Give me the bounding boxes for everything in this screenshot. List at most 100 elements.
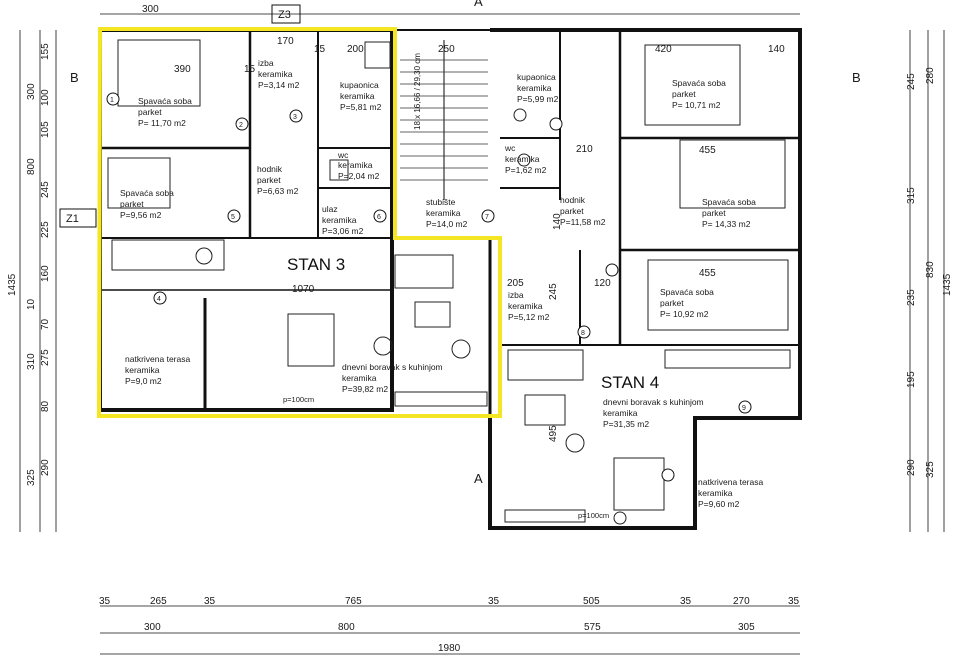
svg-text:160: 160 <box>40 265 51 282</box>
svg-text:3: 3 <box>293 114 297 121</box>
svg-text:140: 140 <box>552 213 563 230</box>
svg-text:P=11,58 m2: P=11,58 m2 <box>560 217 606 227</box>
section-marker-bottom-a: A <box>474 471 483 486</box>
svg-text:P= 11,70 m2: P= 11,70 m2 <box>138 118 186 128</box>
svg-text:100: 100 <box>40 89 51 106</box>
svg-text:wc: wc <box>337 150 349 160</box>
left-total-dimension: 1435 <box>7 273 18 296</box>
svg-text:245: 245 <box>548 283 559 300</box>
svg-text:P=2,04 m2: P=2,04 m2 <box>338 171 380 181</box>
svg-text:245: 245 <box>40 181 51 198</box>
rail-label-stan3: p=100cm <box>283 395 314 404</box>
svg-text:800: 800 <box>338 622 355 633</box>
svg-text:765: 765 <box>345 596 362 607</box>
svg-text:575: 575 <box>584 622 601 633</box>
svg-text:keramika: keramika <box>603 408 638 418</box>
svg-text:P=39,82 m2: P=39,82 m2 <box>342 384 388 394</box>
svg-text:290: 290 <box>906 459 917 476</box>
svg-text:325: 325 <box>925 461 936 478</box>
svg-text:245: 245 <box>906 73 917 90</box>
svg-text:270: 270 <box>733 596 750 607</box>
svg-text:390: 390 <box>174 64 191 75</box>
walls <box>98 28 802 530</box>
right-total-dimension: 1435 <box>942 273 953 296</box>
svg-text:4: 4 <box>157 296 161 303</box>
svg-text:280: 280 <box>925 67 936 84</box>
svg-text:35: 35 <box>788 596 800 607</box>
svg-text:315: 315 <box>906 187 917 204</box>
svg-text:parket: parket <box>120 199 144 209</box>
svg-text:P=5,99 m2: P=5,99 m2 <box>517 94 559 104</box>
svg-text:495: 495 <box>548 425 559 442</box>
svg-text:300: 300 <box>142 4 159 15</box>
svg-text:izba: izba <box>258 58 274 68</box>
svg-text:keramika: keramika <box>698 488 733 498</box>
svg-text:35: 35 <box>488 596 500 607</box>
z1-marker: Z1 <box>66 213 79 225</box>
left-dimensions-inner: 155 100 105 245 225 160 70 275 80 290 <box>40 43 51 476</box>
svg-text:keramika: keramika <box>258 69 293 79</box>
svg-text:1: 1 <box>110 97 114 104</box>
svg-text:155: 155 <box>40 43 51 60</box>
svg-text:210: 210 <box>576 144 593 155</box>
svg-text:parket: parket <box>257 175 281 185</box>
svg-text:P=9,56 m2: P=9,56 m2 <box>120 210 162 220</box>
svg-text:1070: 1070 <box>292 284 315 295</box>
svg-text:265: 265 <box>150 596 167 607</box>
svg-text:keramika: keramika <box>426 208 461 218</box>
room-living-kitchen: dnevni boravak s kuhinjomkeramikaP=39,82… <box>342 362 443 394</box>
svg-text:P=14,0 m2: P=14,0 m2 <box>426 219 468 229</box>
svg-text:P=9,60 m2: P=9,60 m2 <box>698 499 740 509</box>
svg-text:P= 14,33 m2: P= 14,33 m2 <box>702 219 751 229</box>
interior-dimensions: 390 15 15 1070 205 120 455 455 210 245 4… <box>174 44 716 442</box>
section-marker-right-b: B <box>852 70 861 85</box>
top-dimensions: 300 170 200 250 420 140 <box>142 4 785 55</box>
svg-text:stubište: stubište <box>426 197 456 207</box>
svg-text:dnevni boravak s kuhinjom: dnevni boravak s kuhinjom <box>603 397 704 407</box>
room-living-kitchen-4: dnevni boravak s kuhinjomkeramikaP=31,35… <box>603 397 704 429</box>
svg-text:420: 420 <box>655 44 672 55</box>
svg-text:kupaonica: kupaonica <box>340 80 379 90</box>
svg-text:35: 35 <box>204 596 216 607</box>
svg-text:6: 6 <box>377 214 381 221</box>
svg-text:parket: parket <box>660 298 684 308</box>
svg-text:natkrivena terasa: natkrivena terasa <box>698 477 763 487</box>
svg-text:izba: izba <box>508 290 524 300</box>
stair-dimension-label: 18 x 16,66 / 29,30 cm <box>413 53 422 130</box>
right-dimensions-inner: 245 315 235 195 290 <box>906 73 917 476</box>
svg-text:5: 5 <box>231 214 235 221</box>
right-dimensions-outer: 280 830 325 <box>925 67 936 478</box>
svg-text:140: 140 <box>768 44 785 55</box>
svg-text:170: 170 <box>277 36 294 47</box>
svg-text:300: 300 <box>144 622 161 633</box>
svg-text:ulaz: ulaz <box>322 204 338 214</box>
staircase <box>400 40 488 200</box>
section-marker-top-a: A <box>474 0 483 9</box>
section-marker-left-b: B <box>70 70 79 85</box>
svg-text:keramika: keramika <box>342 373 377 383</box>
svg-text:Spavaća soba: Spavaća soba <box>660 287 714 297</box>
svg-text:830: 830 <box>925 261 936 278</box>
svg-text:natkrivena terasa: natkrivena terasa <box>125 354 190 364</box>
svg-text:275: 275 <box>40 349 51 366</box>
svg-text:keramika: keramika <box>322 215 357 225</box>
svg-text:wc: wc <box>504 143 516 153</box>
svg-text:455: 455 <box>699 145 716 156</box>
svg-text:P=3,06 m2: P=3,06 m2 <box>322 226 364 236</box>
svg-text:35: 35 <box>680 596 692 607</box>
svg-text:P=5,12 m2: P=5,12 m2 <box>508 312 550 322</box>
svg-text:10: 10 <box>26 298 37 310</box>
svg-text:keramika: keramika <box>517 83 552 93</box>
